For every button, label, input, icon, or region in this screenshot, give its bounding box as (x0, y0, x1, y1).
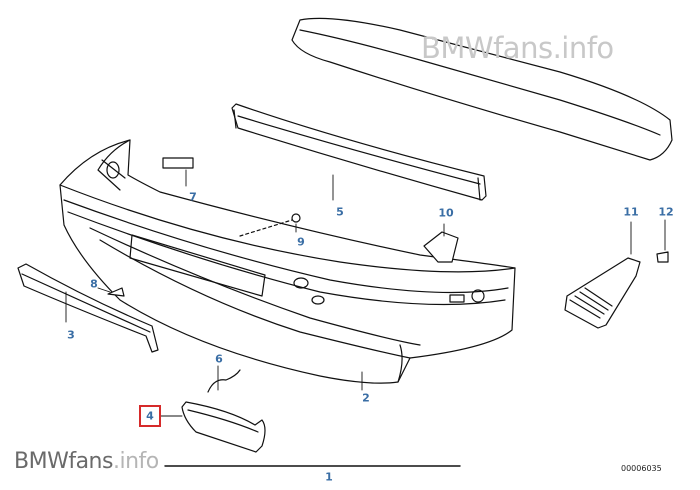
diagram-id: 00006035 (621, 464, 662, 473)
front-bumper-cover (59, 139, 516, 384)
side-trim-strip (17, 263, 159, 353)
callout-3[interactable]: 3 (67, 328, 75, 342)
callout-6[interactable]: 6 (215, 352, 223, 366)
air-duct (564, 257, 641, 329)
bracket (423, 231, 459, 263)
highlight-box (139, 405, 161, 427)
leader-lines (65, 169, 666, 467)
callout-7[interactable]: 7 (189, 190, 197, 204)
callout-11[interactable]: 11 (623, 205, 639, 219)
upper-support-strip (231, 103, 487, 201)
callout-2[interactable]: 2 (362, 391, 370, 405)
wire-harness (207, 369, 241, 393)
callout-5[interactable]: 5 (336, 205, 344, 219)
clip-nut (162, 157, 194, 169)
impact-absorber (291, 17, 673, 161)
callout-8[interactable]: 8 (90, 277, 98, 291)
callout-1[interactable]: 1 (325, 470, 333, 484)
callout-10[interactable]: 10 (438, 206, 454, 220)
callout-4[interactable]: 4 (146, 409, 154, 423)
callout-9[interactable]: 9 (297, 235, 305, 249)
callout-12[interactable]: 12 (658, 205, 674, 219)
watermark-top: BMWfans.info (421, 31, 614, 65)
nut (291, 213, 301, 223)
screw (107, 287, 125, 297)
expanding-rivet (656, 251, 669, 263)
lower-grille-trim (181, 401, 266, 453)
watermark-bottom: BMWfans.info (14, 449, 159, 474)
